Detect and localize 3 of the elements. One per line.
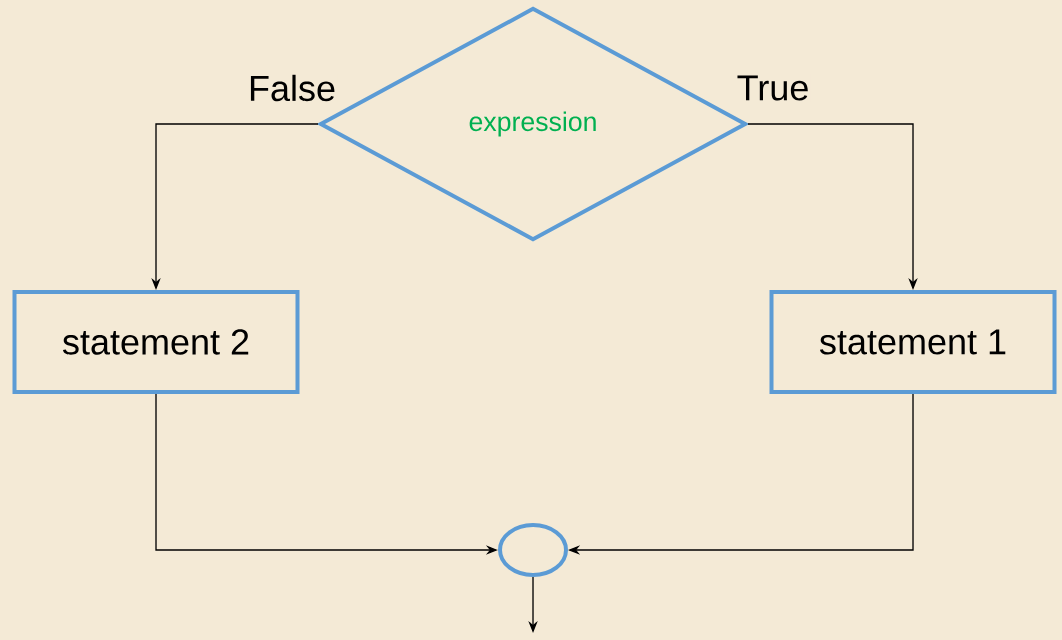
process-box: statement 2	[12, 290, 300, 394]
junction-circle	[498, 523, 568, 577]
process-box: statement 1	[769, 290, 1057, 394]
